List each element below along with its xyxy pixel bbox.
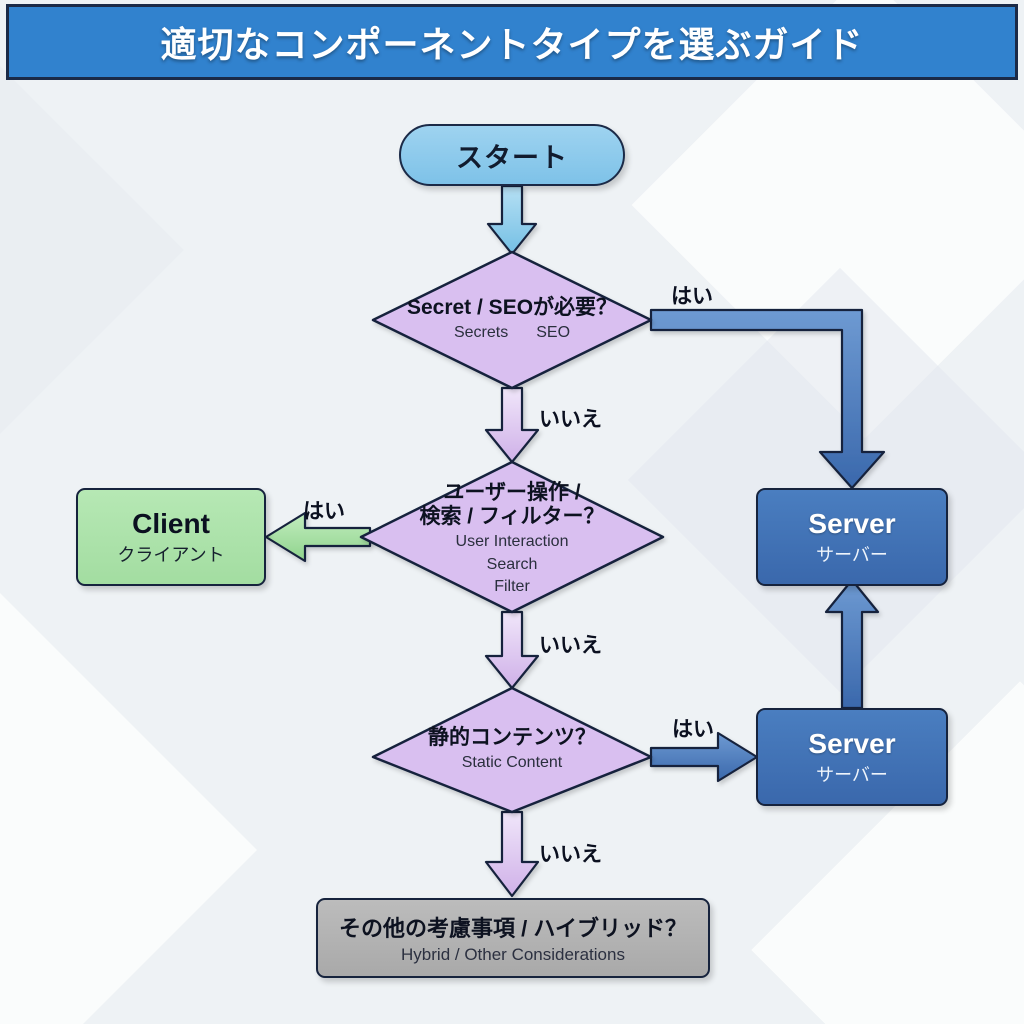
node-server-bottom-sublabel: サーバー (816, 764, 888, 785)
decision-secret-seo-question: Secret / SEOが必要？ (406, 296, 618, 320)
arrow-server-bottom-to-server-top (824, 578, 880, 710)
node-server-bottom[interactable]: Server サーバー (756, 708, 948, 806)
node-hybrid[interactable]: その他の考慮事項 / ハイブリッド？ Hybrid / Other Consid… (316, 898, 710, 978)
decision-interaction-sub-line2: Search (486, 555, 538, 573)
arrow-static-no-to-hybrid (484, 810, 540, 898)
edge-label-secret-no: いいえ (539, 408, 602, 431)
decision-interaction-sub-line3: Filter (494, 578, 530, 595)
decision-interaction-question-line2: 検索 / フィルター？ (419, 505, 605, 529)
edge-label-static-no: いいえ (539, 843, 602, 866)
decision-secret-seo-shape[interactable] (371, 250, 653, 390)
arrow-secret-no-to-interaction (484, 386, 540, 464)
decision-static-shape[interactable] (371, 686, 653, 814)
page-title: 適切なコンポーネントタイプを選ぶガイド (160, 24, 864, 65)
decision-secret-seo-sub-b: SEO (536, 324, 571, 342)
edge-label-interaction-no: いいえ (539, 634, 602, 657)
decision-static-question: 静的コンテンツ？ (428, 726, 596, 750)
page-title-bar: 適切なコンポーネントタイプを選ぶガイド (6, 4, 1018, 80)
node-client[interactable]: Client クライアント (76, 488, 266, 586)
arrow-interaction-no-to-static (484, 610, 540, 690)
node-server-top-sublabel: サーバー (816, 544, 888, 565)
decision-static[interactable]: 静的コンテンツ？ Static Content (373, 688, 651, 812)
decision-interaction[interactable]: ユーザー操作 / 検索 / フィルター？ User Interaction Se… (361, 462, 663, 612)
edge-label-interaction-yes: はい (303, 500, 345, 523)
decision-secret-seo-sub-a: Secrets (453, 324, 509, 342)
node-hybrid-label: その他の考慮事項 / ハイブリッド？ (339, 916, 687, 941)
node-client-sublabel: クライアント (117, 544, 225, 565)
arrow-static-yes-to-server (649, 731, 759, 783)
node-server-top[interactable]: Server サーバー (756, 488, 948, 586)
decision-secret-seo-subtitle: Secrets SEO (454, 323, 570, 343)
decision-secret-seo[interactable]: Secret / SEOが必要？ Secrets SEO (373, 252, 651, 388)
decision-interaction-shape[interactable] (359, 460, 665, 614)
node-start[interactable]: スタート (399, 124, 625, 186)
edge-label-static-yes: はい (672, 718, 714, 741)
arrow-start-to-secret (486, 184, 538, 256)
node-hybrid-sublabel: Hybrid / Other Considerations (401, 945, 625, 964)
node-client-label: Client (132, 507, 210, 539)
decision-interaction-question-line1: ユーザー操作 / (443, 480, 581, 504)
edge-label-secret-yes: はい (671, 285, 713, 308)
decision-interaction-sub-line1: User Interaction (455, 533, 569, 551)
decision-static-subtitle: Static Content (461, 754, 563, 772)
arrow-secret-yes-to-server (649, 308, 886, 490)
arrow-interaction-yes-to-client (264, 511, 372, 563)
node-start-label: スタート (456, 142, 568, 173)
node-server-top-label: Server (808, 507, 896, 539)
node-server-bottom-label: Server (808, 727, 896, 759)
